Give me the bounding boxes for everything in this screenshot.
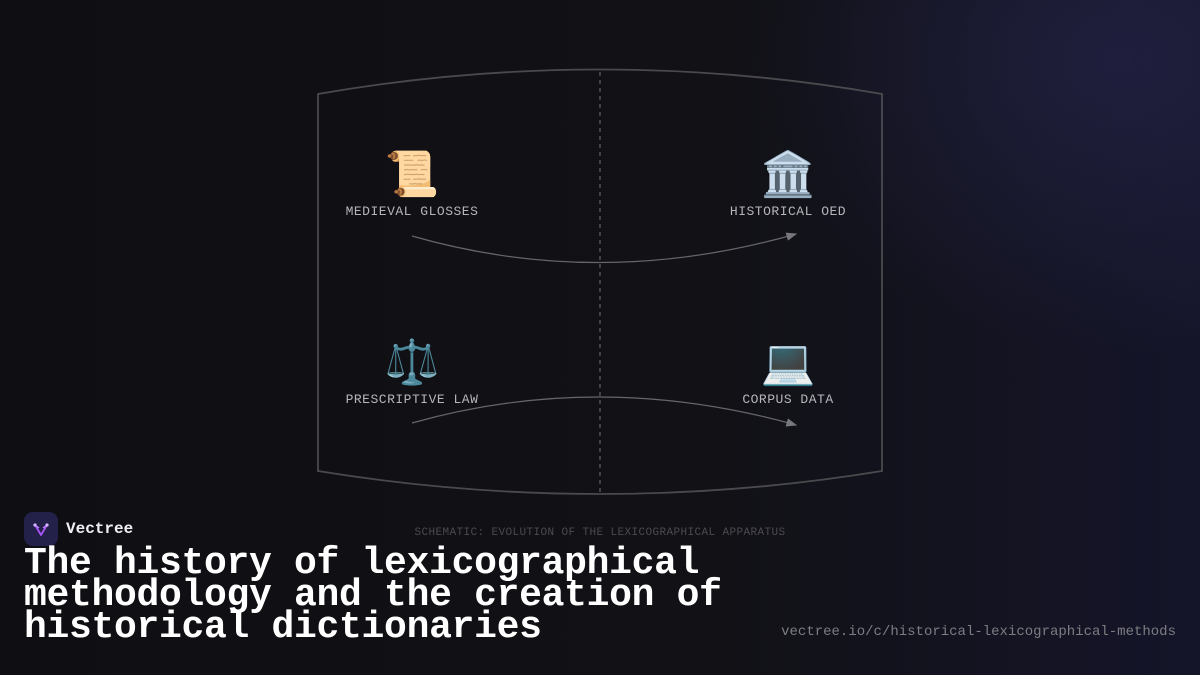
page-url[interactable]: vectree.io/c/historical-lexicographical-… xyxy=(781,624,1176,640)
node-prescriptive-law: ⚖️ PRESCRIPTIVE LAW xyxy=(312,337,512,408)
vectree-logo-icon xyxy=(24,512,58,546)
open-book-outline xyxy=(317,68,883,495)
diagram-caption: SCHEMATIC: EVOLUTION OF THE LEXICOGRAPHI… xyxy=(414,527,786,539)
arrow-medieval-to-oed xyxy=(411,232,798,264)
scroll-icon: 📜 xyxy=(384,149,440,200)
node-label: PRESCRIPTIVE LAW xyxy=(345,392,479,407)
page-title: The history of lexicographical methodolo… xyxy=(24,542,722,649)
node-label: CORPUS DATA xyxy=(742,392,834,407)
arrow-law-to-corpus xyxy=(411,396,798,427)
brand-name: Vectree xyxy=(66,520,134,538)
classical-building-icon: 🏛️ xyxy=(760,149,816,200)
scales-icon: ⚖️ xyxy=(384,337,440,388)
brand[interactable]: Vectree xyxy=(24,512,133,546)
node-corpus-data: 💻 CORPUS DATA xyxy=(688,337,888,408)
node-historical-oed: 🏛️ HISTORICAL OED xyxy=(688,149,888,220)
node-medieval-glosses: 📜 MEDIEVAL GLOSSES xyxy=(312,149,512,220)
laptop-icon: 💻 xyxy=(760,337,816,388)
node-label: MEDIEVAL GLOSSES xyxy=(345,204,479,219)
node-label: HISTORICAL OED xyxy=(729,204,847,219)
